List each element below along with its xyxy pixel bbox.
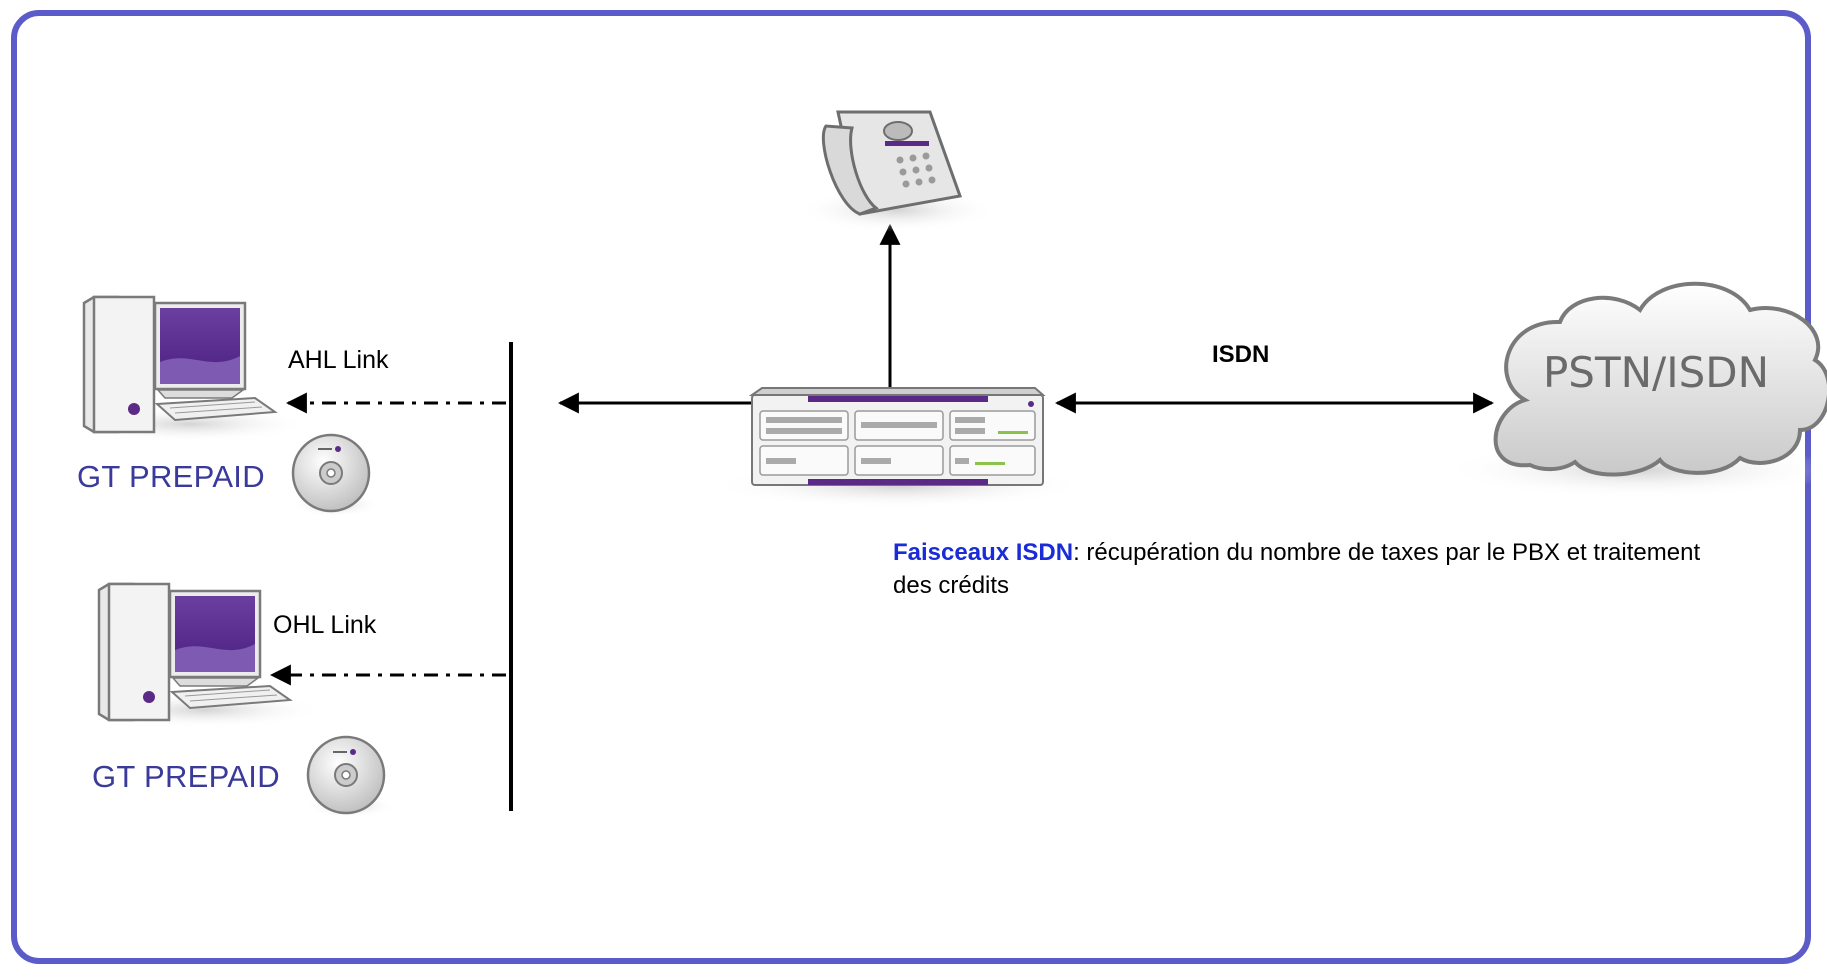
desk-phone-icon bbox=[797, 110, 997, 232]
cloud-label: PSTN/ISDN bbox=[1543, 348, 1769, 397]
cloud-icon: PSTN/ISDN bbox=[1440, 281, 1827, 498]
cd-disc-icon-top bbox=[290, 433, 380, 517]
desktop-computer-icon-bottom bbox=[85, 582, 325, 728]
gt-prepaid-label-bottom: GT PREPAID bbox=[92, 759, 280, 794]
isdn-note-text: : récupération du nombre de taxes par le… bbox=[893, 539, 1701, 599]
desktop-computer-icon-top bbox=[70, 295, 310, 442]
ohl-link-label: OHL Link bbox=[273, 611, 377, 639]
isdn-label: ISDN bbox=[1212, 341, 1270, 368]
cd-disc-icon-bottom bbox=[305, 735, 395, 818]
ahl-link-label: AHL Link bbox=[288, 346, 389, 374]
isdn-note: Faisceaux ISDN: récupération du nombre d… bbox=[893, 536, 1723, 602]
gt-prepaid-label-top: GT PREPAID bbox=[77, 459, 265, 494]
isdn-note-highlight: Faisceaux ISDN bbox=[893, 539, 1074, 566]
diagram-frame bbox=[11, 10, 1811, 964]
pbx-switch-icon bbox=[708, 387, 1088, 508]
